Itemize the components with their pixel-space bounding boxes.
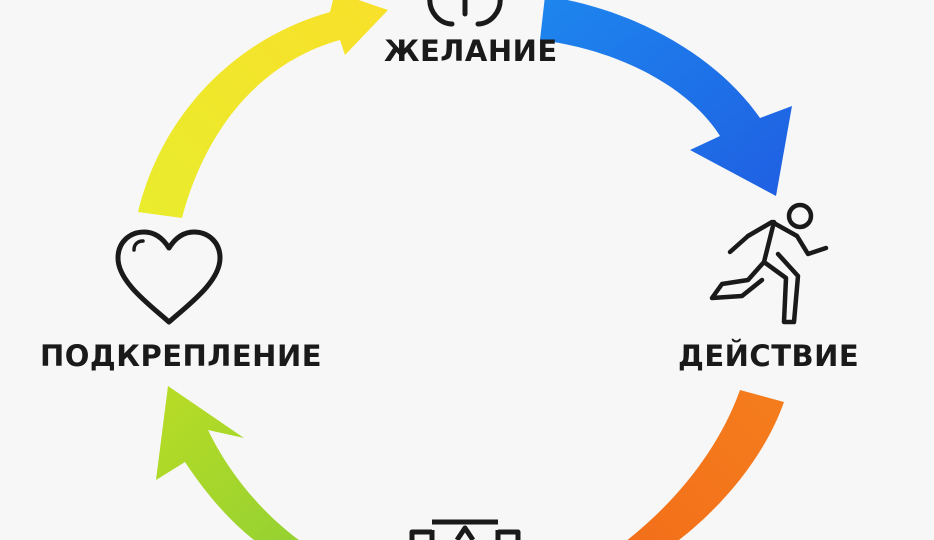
arrow-action-to-reward: [627, 390, 784, 540]
running-person-icon: [709, 202, 829, 325]
brain-icon: [427, 0, 503, 27]
stage-label-desire: ЖЕЛАНИЕ: [384, 34, 558, 68]
arrow-desire-to-action: [540, 0, 792, 196]
heart-icon: [115, 229, 223, 325]
arrow-reinforcement-to-desire: [138, 0, 388, 218]
stage-label-action: ДЕЙСТВИЕ: [678, 339, 860, 373]
trophy-icon: [409, 519, 521, 540]
arrow-reward-to-reinforcement: [156, 386, 299, 540]
stage-label-reinforcement: ПОДКРЕПЛЕНИЕ: [40, 339, 323, 373]
